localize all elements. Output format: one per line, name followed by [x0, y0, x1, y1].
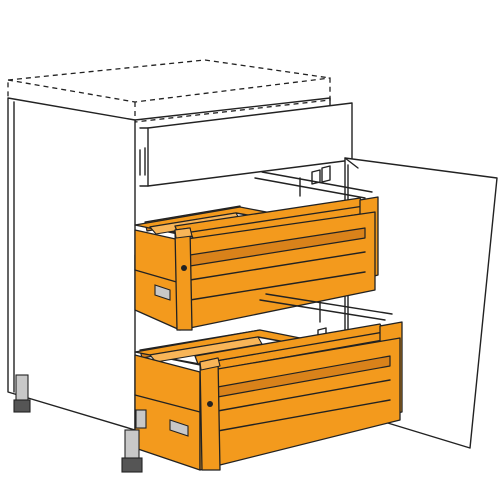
drawer-knob-lower	[207, 401, 213, 407]
cabinet-feet	[13, 374, 147, 473]
foot-middle	[121, 429, 143, 473]
inner-drawer-upper	[134, 171, 379, 331]
inner-drawer-lower	[134, 293, 403, 471]
foot-left	[13, 374, 31, 413]
foot-right-back	[135, 409, 147, 429]
drawer-knob-upper	[181, 265, 187, 271]
